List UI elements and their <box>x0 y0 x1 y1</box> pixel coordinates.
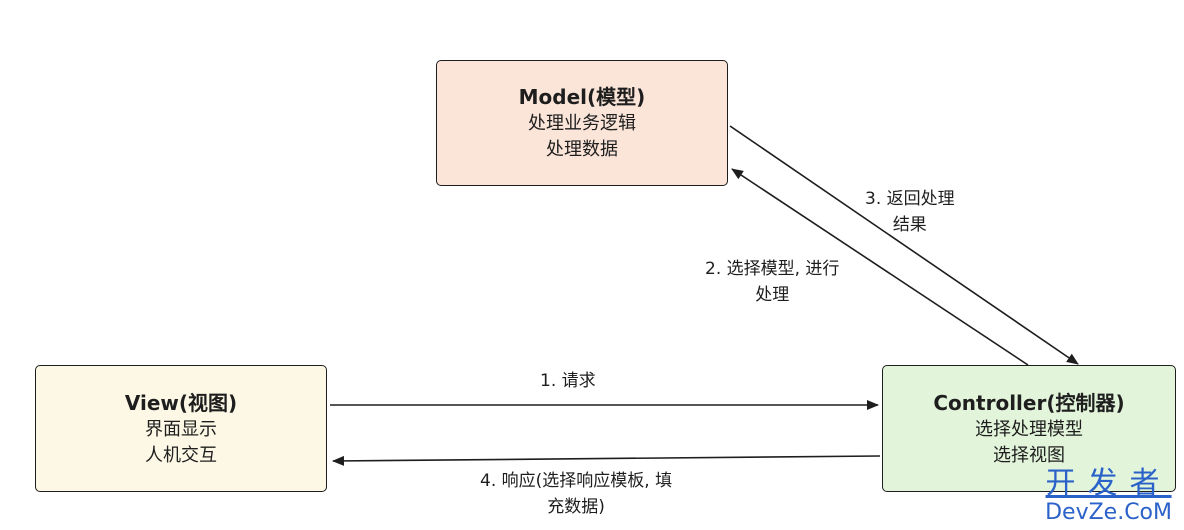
controller-line-1: 选择处理模型 <box>975 418 1083 440</box>
watermark-en: DevZe.CoM <box>1045 500 1172 525</box>
edge-label-select-model: 2. 选择模型, 进行 处理 <box>705 256 839 308</box>
view-line-1: 界面显示 <box>145 418 217 440</box>
view-line-2: 人机交互 <box>145 444 217 466</box>
edge-label-select-model-line-2: 处理 <box>755 285 790 305</box>
edge-label-response: 4. 响应(选择响应模板, 填 充数据) <box>480 468 672 520</box>
controller-box: Controller(控制器) 选择处理模型 选择视图 <box>882 365 1176 492</box>
view-box: View(视图) 界面显示 人机交互 <box>35 365 327 492</box>
arrow-select-model <box>731 168 1029 366</box>
edge-label-select-model-line-1: 2. 选择模型, 进行 <box>705 259 840 279</box>
edge-label-return-result-line-1: 3. 返回处理 <box>865 189 955 209</box>
edge-label-response-line-1: 4. 响应(选择响应模板, 填 <box>480 471 673 491</box>
arrow-return-result <box>729 125 1079 365</box>
watermark-cn: 开发者 <box>1045 466 1172 501</box>
watermark-logo: 开发者 DevZe.CoM <box>1045 468 1172 526</box>
model-box: Model(模型) 处理业务逻辑 处理数据 <box>436 60 728 186</box>
controller-line-2: 选择视图 <box>993 444 1065 466</box>
arrow-response <box>332 455 881 466</box>
model-line-2: 处理数据 <box>546 139 618 160</box>
edge-label-request: 1. 请求 <box>540 368 596 394</box>
edge-label-request-line-1: 1. 请求 <box>540 371 596 391</box>
edge-label-return-result-line-2: 结果 <box>892 215 927 235</box>
model-line-1: 处理业务逻辑 <box>528 113 636 134</box>
controller-title: Controller(控制器) <box>933 390 1125 415</box>
model-title: Model(模型) <box>518 85 646 109</box>
view-title: View(视图) <box>124 390 238 415</box>
edge-label-response-line-2: 充数据) <box>547 497 605 517</box>
edge-label-return-result: 3. 返回处理 结果 <box>865 186 955 238</box>
